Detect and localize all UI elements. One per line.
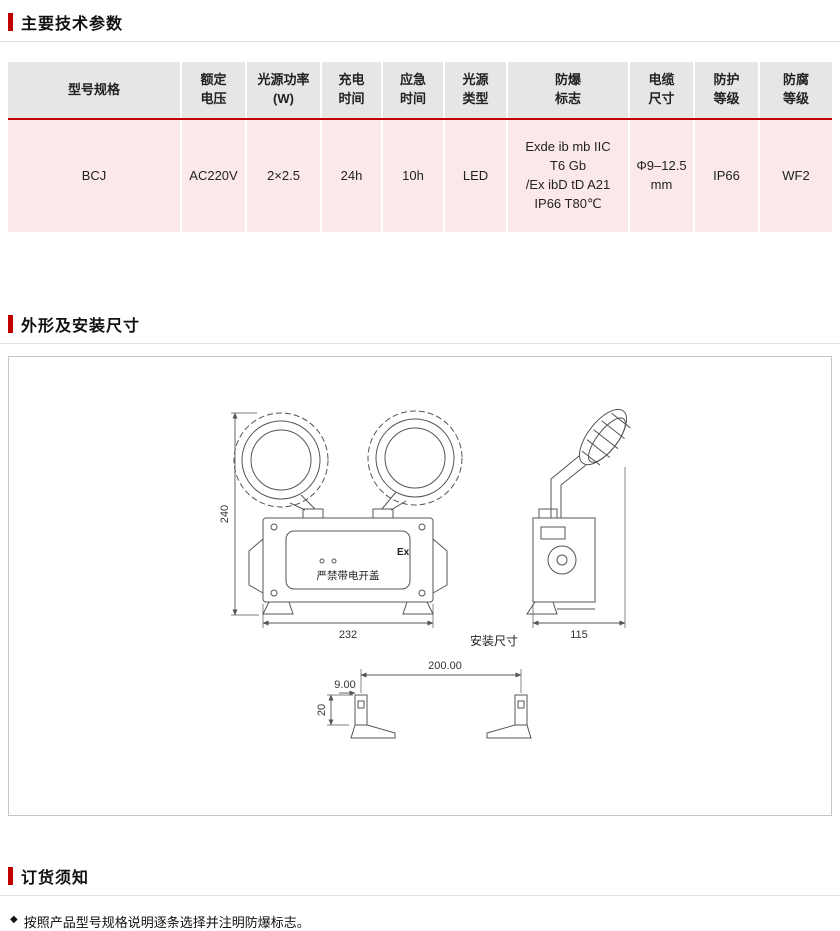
ordering-note: ◆ 按照产品型号规格说明逐条选择并注明防爆标志。 — [10, 912, 832, 931]
technical-drawing: Ex 严禁带电开盖 240 232 — [219, 408, 631, 739]
right-lamp-ring — [375, 418, 455, 498]
col-header-anticorrosion-grade: 防腐 等级 — [760, 62, 832, 118]
diamond-bullet-icon: ◆ — [10, 914, 18, 925]
indicator-led-2 — [331, 558, 337, 564]
right-neck-mount — [372, 508, 394, 519]
warning-label: 严禁带电开盖 — [317, 569, 380, 582]
section-title-ordering: 订货须知 — [21, 870, 90, 887]
screw-bottom-right — [418, 589, 426, 597]
section-header-dimensions: 外形及安装尺寸 — [0, 302, 840, 344]
section-header-params: 主要技术参数 — [0, 0, 840, 42]
dim-install-span-label: 200.00 — [428, 660, 462, 672]
col-header-rated-voltage: 额定 电压 — [182, 62, 247, 118]
col-header-charge-time: 充电 时间 — [322, 62, 383, 118]
section-accent-bar — [8, 13, 13, 31]
install-dimensions: 200.00 9.00 20 — [316, 660, 522, 726]
install-title: 安装尺寸 — [470, 633, 518, 648]
right-bracket-slot — [517, 700, 525, 709]
col-header-exproof-mark: 防爆 标志 — [508, 62, 630, 118]
mounting-brackets — [350, 694, 532, 739]
cell-anticorrosion-grade: WF2 — [760, 120, 832, 232]
screw-bottom-left — [270, 589, 278, 597]
ordering-note-text: 按照产品型号规格说明逐条选择并注明防爆标志。 — [23, 915, 310, 930]
cell-model-spec: BCJ — [8, 120, 182, 232]
cell-charge-time: 24h — [322, 120, 383, 232]
cell-protection-grade: IP66 — [695, 120, 760, 232]
col-header-model-spec: 型号规格 — [8, 62, 182, 118]
side-gland — [547, 545, 577, 575]
section-accent-bar — [8, 867, 13, 885]
col-header-source-type: 光源 类型 — [445, 62, 508, 118]
side-lamp-head — [578, 408, 631, 466]
left-handle — [248, 538, 264, 594]
dim-width-label: 232 — [339, 629, 357, 641]
right-foot — [402, 601, 434, 615]
side-gland-center — [556, 554, 568, 566]
dim-install-height-label: 20 — [316, 704, 328, 716]
right-bracket-stem — [514, 694, 528, 726]
dim-height-label: 240 — [219, 505, 231, 523]
right-lamp-bezel — [367, 410, 463, 506]
left-foot — [262, 601, 294, 615]
side-top-tab — [538, 508, 558, 519]
screw-top-right — [418, 523, 426, 531]
screw-top-left — [270, 523, 278, 531]
col-header-cable-size: 电缆 尺寸 — [630, 62, 695, 118]
front-view: Ex 严禁带电开盖 — [233, 410, 463, 615]
cell-source-type: LED — [445, 120, 508, 232]
col-header-protection-grade: 防护 等级 — [695, 62, 760, 118]
left-lamp-ring — [241, 420, 321, 500]
col-header-source-power: 光源功率 (W) — [247, 62, 322, 118]
right-lamp-lens — [384, 427, 446, 489]
cell-cable-size: Φ9–12.5 mm — [630, 120, 695, 232]
left-bracket-foot — [350, 724, 396, 739]
side-body — [532, 517, 596, 603]
cell-emergency-time: 10h — [383, 120, 445, 232]
body-panel — [285, 530, 411, 590]
drawing-box: Ex 严禁带电开盖 240 232 — [8, 356, 832, 816]
table-header-divider — [8, 118, 832, 120]
col-header-emergency-time: 应急 时间 — [383, 62, 445, 118]
side-foot — [526, 601, 558, 615]
section-title-params: 主要技术参数 — [21, 16, 124, 33]
left-lamp-bezel — [233, 412, 329, 508]
cell-rated-voltage: AC220V — [182, 120, 247, 232]
left-bracket-slot — [357, 700, 365, 709]
right-handle — [432, 538, 448, 594]
right-bracket-foot — [486, 724, 532, 739]
spec-table-data-row: BCJ AC220V 2×2.5 24h 10h LED Exde ib mb … — [8, 120, 832, 232]
left-neck-mount — [302, 508, 324, 519]
cell-exproof-mark: Exde ib mb IIC T6 Gb /Ex ibD tD A21 IP66… — [508, 120, 630, 232]
dim-depth-label: 115 — [570, 629, 588, 641]
lamp-necks — [289, 491, 407, 511]
left-lamp-lens — [250, 429, 312, 491]
dim-install-offset-label: 9.00 — [334, 679, 355, 691]
spec-table: 型号规格 额定 电压 光源功率 (W) 充电 时间 应急 时间 光源 类型 防爆… — [8, 62, 832, 232]
indicator-led-1 — [319, 558, 325, 564]
spec-table-header-row: 型号规格 额定 电压 光源功率 (W) 充电 时间 应急 时间 光源 类型 防爆… — [8, 62, 832, 118]
section-accent-bar — [8, 315, 13, 333]
section-header-ordering: 订货须知 — [0, 854, 840, 896]
front-dimensions: 240 232 — [219, 412, 434, 641]
cell-source-power: 2×2.5 — [247, 120, 322, 232]
side-view — [526, 408, 631, 615]
ex-mark-label: Ex — [397, 547, 410, 558]
section-title-dimensions: 外形及安装尺寸 — [21, 318, 141, 335]
lamp-arm — [550, 455, 587, 518]
side-dimensions: 115 — [532, 467, 626, 641]
body-outline — [262, 517, 434, 603]
left-bracket-stem — [354, 694, 368, 726]
side-detail-plate — [540, 526, 566, 540]
